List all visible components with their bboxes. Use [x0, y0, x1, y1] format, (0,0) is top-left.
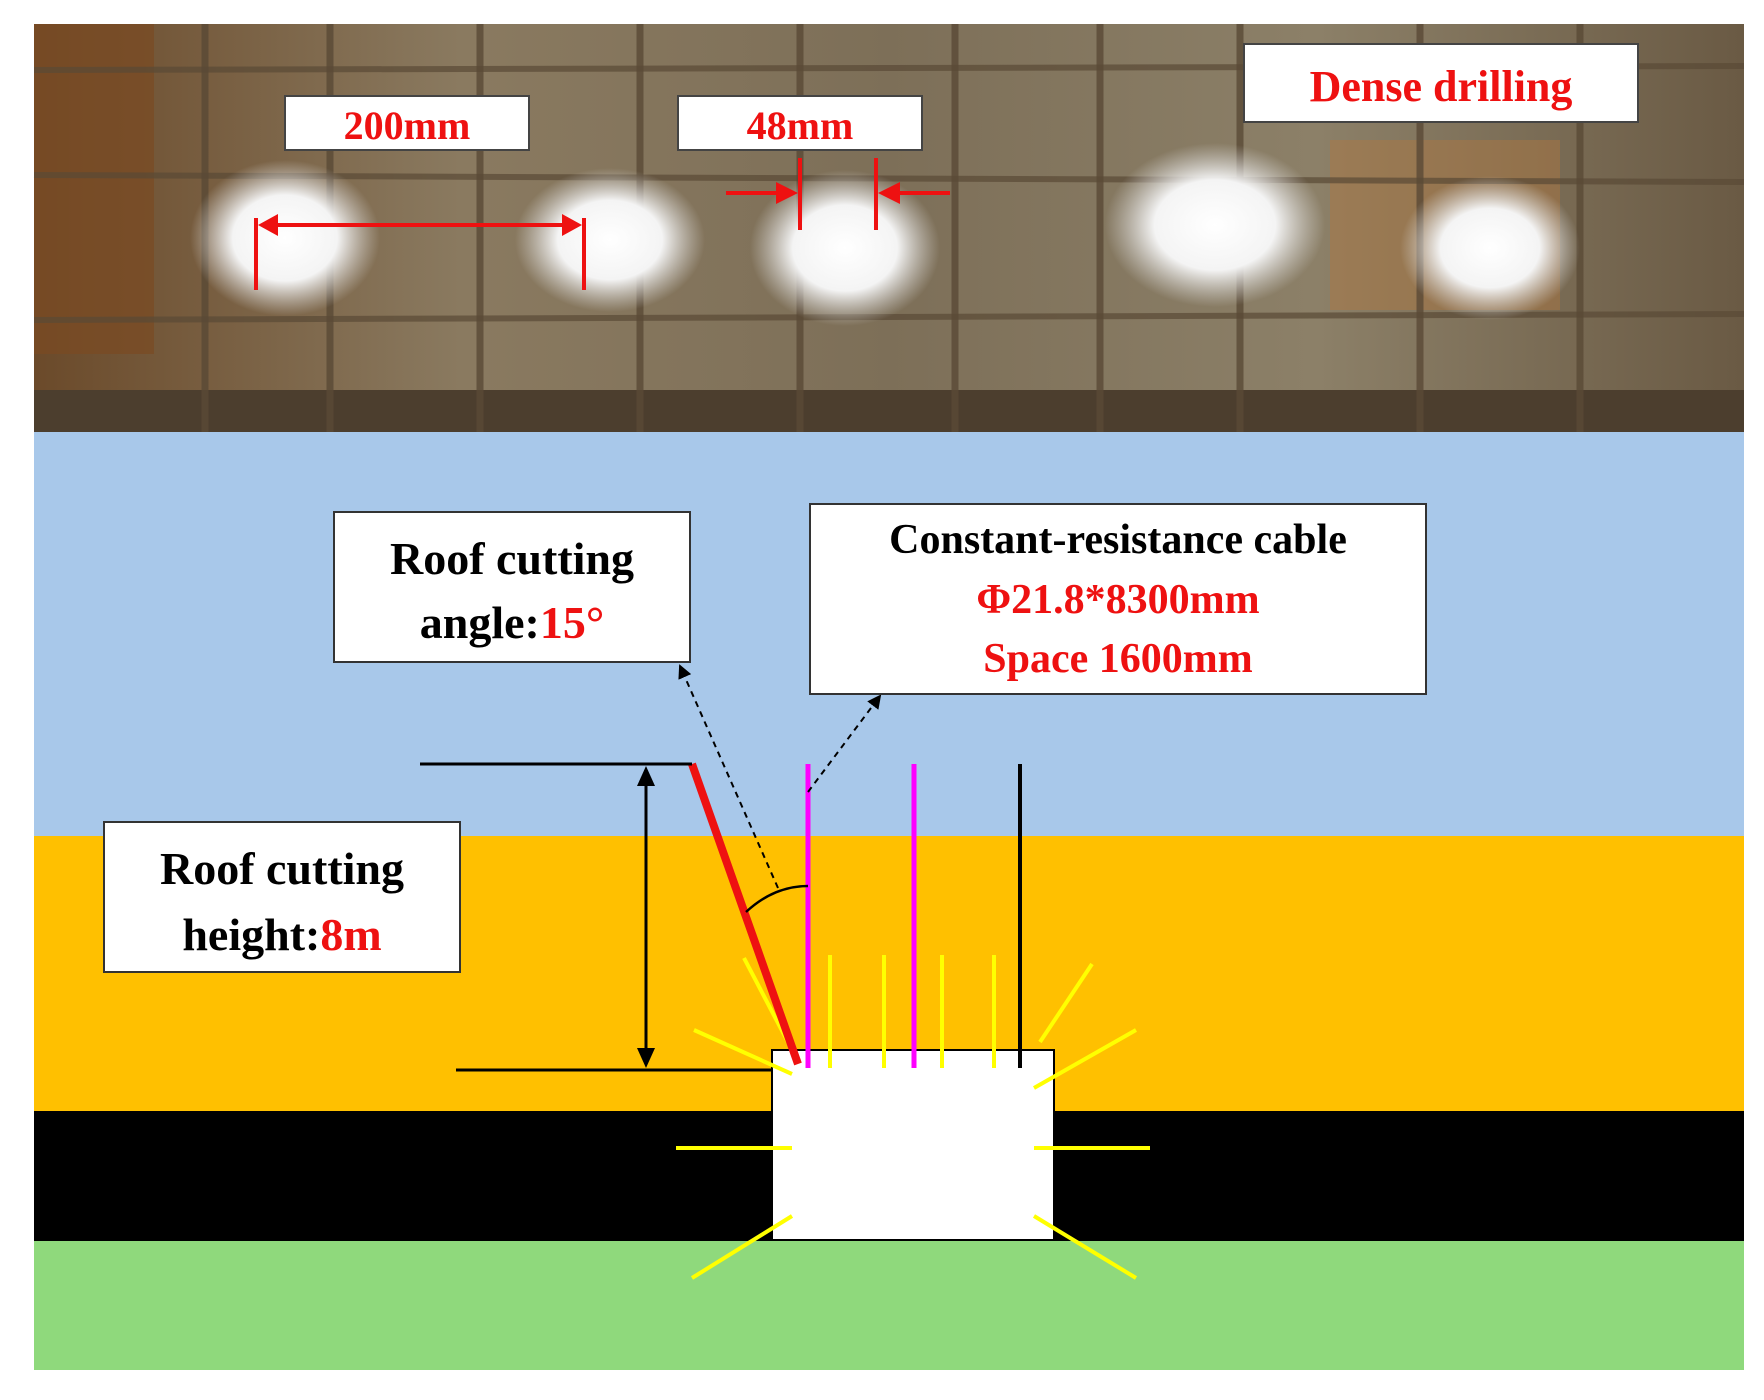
cutting-angle-value: 15° [540, 597, 604, 648]
cable-box [809, 503, 1427, 695]
cutting-angle-box [333, 511, 691, 663]
cable-box-spec: Φ21.8*8300mm [976, 577, 1259, 623]
spacing-label-box [284, 95, 530, 151]
constant-resistance-cables [805, 764, 917, 1068]
roof-cutting-line [688, 762, 802, 1066]
cable-leader [807, 694, 882, 793]
floor-layer [34, 1241, 1744, 1370]
spacing-label: 200mm [344, 103, 471, 148]
cutting-height-title: Roof cutting [160, 843, 404, 894]
cutting-height-text: height:8m [182, 909, 381, 960]
cutting-angle-arc [745, 884, 809, 913]
cutting-angle-text: angle:15° [420, 597, 605, 648]
cutting-height-value: 8m [320, 909, 381, 960]
diameter-label: 48mm [747, 103, 854, 148]
roadway [771, 1049, 1055, 1241]
diameter-dimension [726, 158, 950, 230]
cable-box-spacing: Space 1600mm [983, 636, 1252, 682]
cable-box-title: Constant-resistance cable [889, 517, 1347, 563]
angle-leader [678, 664, 779, 889]
cutting-height-dimension [420, 762, 772, 1072]
photo-title: Dense drilling [1310, 62, 1573, 111]
cutting-angle-title: Roof cutting [390, 533, 634, 584]
spacing-dimension [254, 214, 586, 290]
fracture-lines [676, 955, 1150, 1280]
cutting-height-box [103, 821, 461, 973]
cutting-angle-prefix: angle: [420, 597, 540, 648]
photo-title-box [1243, 43, 1639, 123]
cutting-height-prefix: height: [182, 909, 320, 960]
diameter-label-box [677, 95, 923, 151]
